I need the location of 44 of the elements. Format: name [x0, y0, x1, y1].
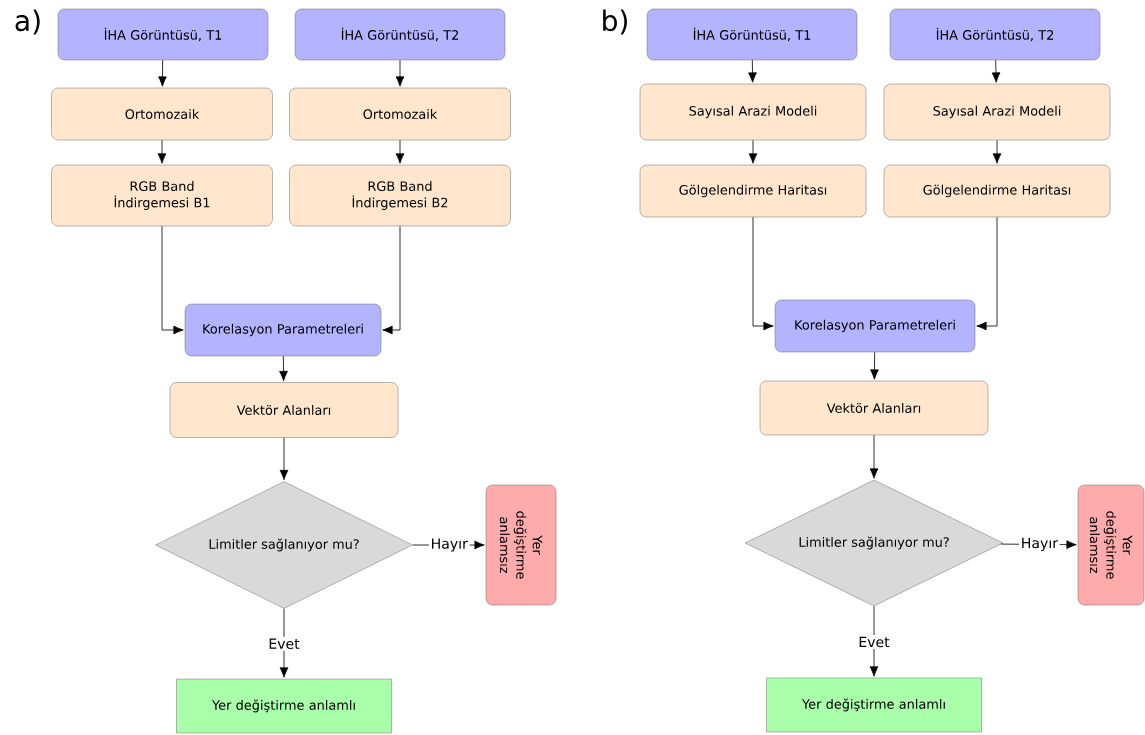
process-box: Ortomozaik — [51, 87, 273, 141]
edge-label: Evet — [269, 638, 300, 649]
process-box: İHA Görüntüsü, T1 — [646, 8, 858, 61]
result-box: Yer değiştirme anlamlı — [766, 677, 982, 733]
arrow — [161, 225, 184, 335]
panel-label: a) — [15, 9, 40, 35]
arrow — [279, 355, 288, 382]
process-box: Sayısal Arazi Modeli — [883, 83, 1111, 141]
arrow — [976, 216, 998, 331]
result-box: Yer değiştirme anlamsız — [1077, 484, 1145, 606]
arrow — [395, 139, 405, 164]
result-box: Yer değiştirme anlamlı — [176, 678, 392, 734]
process-box: Gölgelendirme Haritası — [883, 164, 1111, 218]
result-box: Yer değiştirme anlamsız — [485, 484, 557, 606]
arrow — [870, 351, 879, 380]
arrow — [158, 59, 167, 87]
arrow — [752, 216, 774, 331]
arrow — [748, 139, 758, 164]
process-box: Ortomozaik — [289, 87, 511, 141]
process-box: RGB Band İndirgemesi B1 — [51, 164, 273, 227]
process-box: Korelasyon Parametreleri — [184, 303, 382, 357]
process-box: Korelasyon Parametreleri — [774, 299, 976, 353]
arrow — [279, 437, 289, 481]
arrow — [279, 608, 289, 678]
process-box: İHA Görüntüsü, T2 — [294, 8, 506, 61]
arrow — [869, 605, 879, 677]
arrow — [748, 59, 757, 83]
arrow — [382, 225, 401, 335]
arrow — [991, 59, 1001, 83]
process-box: İHA Görüntüsü, T2 — [889, 8, 1101, 61]
edge-label: Hayır — [1022, 537, 1059, 551]
process-box: Vektör Alanları — [169, 382, 399, 438]
arrow — [992, 139, 1002, 164]
process-box: Vektör Alanları — [759, 380, 989, 436]
process-box: Gölgelendirme Haritası — [639, 164, 867, 218]
process-box: RGB Band İndirgemesi B2 — [289, 164, 511, 227]
edge-label: Evet — [859, 636, 890, 648]
edge-label: Hayır — [432, 538, 468, 552]
arrow — [157, 139, 167, 164]
process-box: Sayısal Arazi Modeli — [639, 83, 867, 141]
panel-label: b) — [603, 9, 627, 35]
arrow — [869, 434, 879, 479]
arrow — [395, 59, 405, 87]
process-box: İHA Görüntüsü, T1 — [57, 8, 269, 61]
